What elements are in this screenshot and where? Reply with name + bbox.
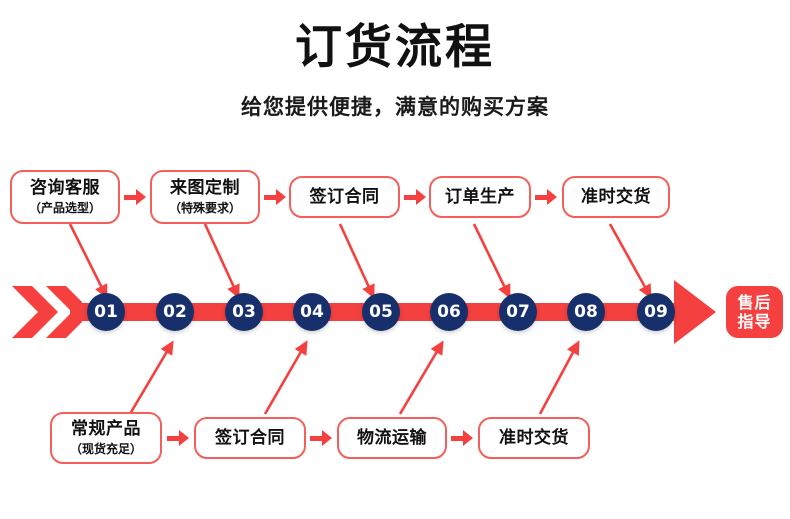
arrow-head-icon [547, 189, 557, 205]
bottom-step-3-main: 物流运输 [357, 427, 427, 448]
top-step-1-main: 咨询客服 [30, 178, 100, 198]
link-bottom2-to-step04 [263, 340, 308, 415]
top-step-box-4[interactable]: 订单生产 [429, 176, 531, 218]
top-step-5-main: 准时交货 [581, 186, 651, 207]
arrow-head-icon [416, 189, 426, 205]
top-step-2-main: 来图定制 [170, 178, 240, 198]
timeline-step-09-label: 09 [644, 302, 668, 322]
arrow-head-icon [179, 430, 189, 446]
arrow-shaft [310, 435, 322, 441]
bottom-step-2-main: 签订合同 [215, 427, 285, 448]
bottom-connector-arrow-3 [451, 429, 473, 447]
timeline-step-03-label: 03 [232, 302, 256, 322]
bottom-step-1-sub: （现货充足） [69, 442, 142, 456]
timeline-step-06-label: 06 [437, 302, 461, 322]
link-bottom3-to-step06 [398, 340, 444, 415]
arrow-head-icon [136, 189, 146, 205]
band-chevrons-icon [12, 286, 82, 338]
timeline-step-02-label: 02 [163, 302, 187, 322]
link-bottom4-to-step08 [538, 340, 580, 415]
link-top5-to-step09 [608, 223, 652, 299]
timeline-step-06[interactable]: 06 [430, 293, 468, 331]
timeline-step-04-label: 04 [300, 302, 324, 322]
top-step-4-main: 订单生产 [445, 186, 515, 207]
timeline-step-01-label: 01 [94, 302, 118, 322]
top-connector-arrow-2 [264, 188, 286, 206]
timeline-step-04[interactable]: 04 [293, 293, 331, 331]
arrow-shaft [124, 194, 136, 200]
top-connector-arrow-4 [535, 188, 557, 206]
after-sales-badge[interactable]: 售后 指导 [726, 286, 783, 338]
bottom-step-box-1[interactable]: 常规产品 （现货充足） [50, 412, 162, 464]
timeline-arrow-head-icon [674, 280, 716, 344]
timeline-step-05-label: 05 [369, 302, 393, 322]
bottom-step-box-2[interactable]: 签订合同 [194, 417, 306, 459]
arrow-shaft [451, 435, 463, 441]
top-step-box-5[interactable]: 准时交货 [562, 176, 670, 218]
link-top3-to-step05 [338, 223, 375, 299]
top-connector-arrow-3 [404, 188, 426, 206]
arrow-shaft [404, 194, 416, 200]
bottom-step-box-3[interactable]: 物流运输 [337, 417, 447, 459]
top-step-2-sub: （特殊要求） [168, 201, 241, 215]
timeline-step-05[interactable]: 05 [362, 293, 400, 331]
page-subtitle: 给您提供便捷，满意的购买方案 [241, 95, 549, 119]
bottom-connector-arrow-1 [167, 429, 189, 447]
timeline-step-07[interactable]: 07 [499, 293, 537, 331]
arrow-shaft [264, 194, 276, 200]
page-title: 订货流程 [295, 20, 495, 75]
link-top2-to-step03 [203, 223, 240, 299]
bottom-connector-arrow-2 [310, 429, 332, 447]
top-connector-arrow-1 [124, 188, 146, 206]
timeline-step-08-label: 08 [574, 302, 598, 322]
link-bottom1-to-step02 [128, 340, 174, 415]
arrow-head-icon [463, 430, 473, 446]
after-sales-badge-line1: 售后 [737, 293, 772, 312]
top-step-box-3[interactable]: 签订合同 [289, 176, 400, 218]
timeline-step-02[interactable]: 02 [156, 293, 194, 331]
arrow-shaft [535, 194, 547, 200]
arrow-head-icon [276, 189, 286, 205]
timeline-step-08[interactable]: 08 [567, 293, 605, 331]
bottom-step-4-main: 准时交货 [499, 427, 569, 448]
timeline-step-07-label: 07 [506, 302, 530, 322]
arrow-head-icon [322, 430, 332, 446]
bottom-step-1-main: 常规产品 [71, 419, 141, 439]
top-step-3-main: 签订合同 [309, 186, 380, 207]
after-sales-badge-line2: 指导 [737, 312, 772, 331]
link-top4-to-step07 [472, 223, 511, 299]
timeline-step-03[interactable]: 03 [225, 293, 263, 331]
timeline-step-01[interactable]: 01 [87, 293, 125, 331]
arrow-shaft [167, 435, 179, 441]
bottom-step-box-4[interactable]: 准时交货 [478, 417, 590, 459]
top-step-1-sub: （产品选型） [28, 201, 101, 215]
top-step-box-1[interactable]: 咨询客服 （产品选型） [10, 170, 120, 224]
top-step-box-2[interactable]: 来图定制 （特殊要求） [150, 170, 260, 224]
timeline-step-09[interactable]: 09 [637, 293, 675, 331]
